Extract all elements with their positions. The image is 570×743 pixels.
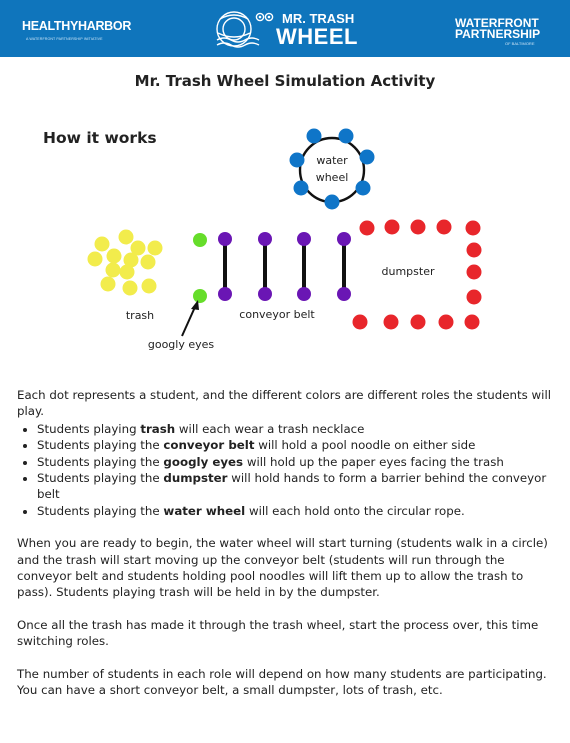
- trash-student-dot: [118, 229, 134, 245]
- water-wheel-label-2: wheel: [316, 171, 349, 184]
- conveyor-belt-students: [218, 232, 351, 301]
- wheel-logo-text: WHEEL: [276, 24, 358, 49]
- conveyor-belt-student-dot: [258, 232, 272, 246]
- conveyor-belt-student-dot: [337, 232, 351, 246]
- conveyor-belt-student-dot: [218, 232, 232, 246]
- repeat-paragraph: Once all the trash has made it through t…: [17, 617, 539, 649]
- dumpster-student-dot: [466, 264, 482, 280]
- dumpster-student-dot: [436, 219, 452, 235]
- page-title: Mr. Trash Wheel Simulation Activity: [134, 72, 436, 90]
- role-item-water-wheel: Students playing the water wheel will ea…: [37, 503, 557, 519]
- dumpster-student-dot: [384, 219, 400, 235]
- role-item-googly-eyes: Students playing the googly eyes will ho…: [37, 454, 557, 470]
- mr-trash-logo-text: MR. TRASH: [282, 11, 355, 26]
- water-wheel-student-dot: [355, 180, 371, 196]
- water-wheel-label-1: water: [316, 154, 348, 167]
- role-item-conveyor-belt: Students playing the conveyor belt will …: [37, 437, 557, 453]
- waterfront-logo-line1: WATERFRONT: [455, 16, 539, 30]
- header-bar: HEALTHYHARBOR A WATERFRONT PARTNERSHIP I…: [0, 0, 570, 57]
- intro-paragraph: Each dot represents a student, and the d…: [17, 388, 551, 419]
- role-list: Students playing trash will each wear a …: [17, 421, 557, 519]
- group-size-paragraph: The number of students in each role will…: [17, 666, 547, 698]
- water-wheel-student-dot: [289, 152, 305, 168]
- dumpster-student-dot: [352, 314, 368, 330]
- dumpster-student-dot: [383, 314, 399, 330]
- trash-student-dot: [105, 262, 121, 278]
- trash-student-dot: [147, 240, 163, 256]
- trash-student-dot: [130, 240, 146, 256]
- trash-student-dot: [141, 278, 157, 294]
- dumpster-student-dot: [410, 314, 426, 330]
- googly-eyes-student-dot: [193, 289, 207, 303]
- dumpster-student-dot: [466, 289, 482, 305]
- water-wheel-rope: [298, 136, 366, 204]
- role-item-dumpster: Students playing the dumpster will hold …: [37, 470, 557, 503]
- trash-student-dot: [87, 251, 103, 267]
- trash-student-dot: [106, 248, 122, 264]
- healthy-harbor-logo: HEALTHYHARBOR: [22, 19, 132, 33]
- trash-student-dot: [100, 276, 116, 292]
- dumpster-students: [352, 219, 482, 330]
- water-wheel-student-dot: [324, 194, 340, 210]
- trash-students: [87, 229, 163, 296]
- begin-paragraph: When you are ready to begin, the water w…: [17, 536, 548, 600]
- googly-eyes-students: [193, 233, 207, 303]
- section-heading: How it works: [43, 129, 157, 147]
- water-wheel-student-dot: [359, 149, 375, 165]
- conveyor-belt-student-dot: [297, 287, 311, 301]
- instructions: Each dot represents a student, and the d…: [17, 387, 557, 699]
- water-wheel: water wheel: [289, 128, 375, 210]
- conveyor-belt-label: conveyor belt: [239, 308, 315, 321]
- googly-eyes-arrow: [181, 300, 199, 337]
- simulation-diagram: water wheel trash conveyor belt dumpster…: [87, 128, 482, 351]
- dumpster-student-dot: [464, 314, 480, 330]
- dumpster-student-dot: [438, 314, 454, 330]
- healthy-harbor-logo-sub: A WATERFRONT PARTNERSHIP INITIATIVE: [26, 37, 103, 41]
- trash-student-dot: [119, 264, 135, 280]
- water-wheel-student-dot: [338, 128, 354, 144]
- trash-student-dot: [123, 252, 139, 268]
- googly-eyes-label: googly eyes: [148, 338, 215, 351]
- conveyor-belt-student-dot: [337, 287, 351, 301]
- role-item-trash: Students playing trash will each wear a …: [37, 421, 557, 437]
- googly-eyes-student-dot: [193, 233, 207, 247]
- water-wheel-students: [289, 128, 375, 210]
- waterfront-logo-sub: OF BALTIMORE: [505, 41, 535, 46]
- water-wheel-student-dot: [306, 128, 322, 144]
- dumpster-student-dot: [410, 219, 426, 235]
- waterfront-partnership-logo: WATERFRONT PARTNERSHIP: [455, 16, 541, 41]
- trash-student-dot: [94, 236, 110, 252]
- trash-student-dot: [140, 254, 156, 270]
- trash-student-dot: [122, 280, 138, 296]
- trash-label: trash: [126, 309, 154, 322]
- dumpster-student-dot: [465, 220, 481, 236]
- dumpster-student-dot: [359, 220, 375, 236]
- conveyor-belt-student-dot: [258, 287, 272, 301]
- partnership-logo-line2: PARTNERSHIP: [455, 27, 541, 41]
- dumpster-label: dumpster: [382, 265, 435, 278]
- water-wheel-student-dot: [293, 180, 309, 196]
- conveyor-belt-student-dot: [218, 287, 232, 301]
- mr-trash-wheel-logo-icon: [216, 11, 274, 48]
- conveyor-belt-student-dot: [297, 232, 311, 246]
- dumpster-student-dot: [466, 242, 482, 258]
